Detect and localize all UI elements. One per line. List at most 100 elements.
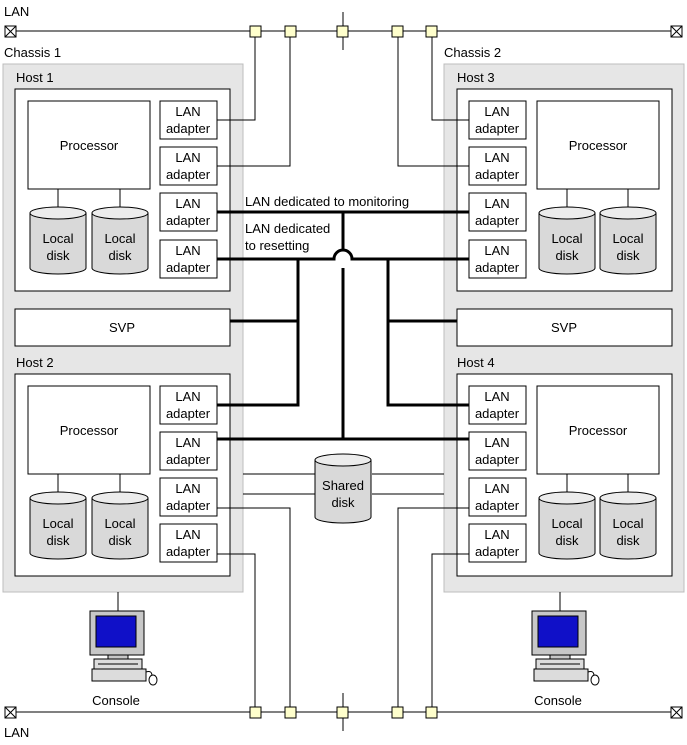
adapter-label-line1: LAN: [484, 243, 509, 258]
disk-label-line1: Local: [42, 231, 73, 246]
svp-1-label: SVP: [109, 320, 135, 335]
adapter-label-line2: adapter: [166, 544, 211, 559]
disk-label-line1: Local: [42, 516, 73, 531]
bottom-lan-terminator-left: [4, 706, 17, 719]
adapter-label-line1: LAN: [175, 527, 200, 542]
host-1-local-disk-1: Local disk: [29, 206, 87, 275]
host-2-lan-adapter-4: LAN adapter: [159, 523, 218, 563]
adapter-label-line1: LAN: [175, 196, 200, 211]
svp-1-box: [14, 308, 231, 347]
host-2-lan-adapter-2: LAN adapter: [159, 431, 218, 471]
console-2-icon: [531, 610, 600, 686]
bottom-lan-label: LAN: [4, 725, 29, 740]
adapter-label-line1: LAN: [484, 527, 509, 542]
host-4-lan-adapter-1: LAN adapter: [468, 385, 527, 425]
host-2-local-disk-2: Local disk: [91, 491, 149, 560]
adapter-label-line1: LAN: [484, 150, 509, 165]
top-lan-terminator-right: [670, 25, 683, 38]
host-1-lan-adapter-2: LAN adapter: [159, 146, 218, 186]
monitoring-lan-label: LAN dedicated to monitoring: [245, 194, 409, 209]
host-3-local-disk-1: Local disk: [538, 206, 596, 275]
host-4-local-disk-1: Local disk: [538, 491, 596, 560]
host-3-lan-adapter-2: LAN adapter: [468, 146, 527, 186]
bottom-lan-terminator-right: [670, 706, 683, 719]
disk-label-line1: Local: [612, 231, 643, 246]
adapter-label-line2: adapter: [166, 406, 211, 421]
adapter-label-line2: adapter: [475, 544, 520, 559]
host-1-processor-label: Processor: [60, 138, 119, 153]
svp-2-label: SVP: [551, 320, 577, 335]
host-2-lan-adapter-3: LAN adapter: [159, 477, 218, 517]
top-lan-terminator-left: [4, 25, 17, 38]
host-3-processor-label: Processor: [569, 138, 628, 153]
host-3-lan-adapter-4: LAN adapter: [468, 239, 527, 279]
chassis-1-label: Chassis 1: [4, 45, 61, 60]
adapter-label-line1: LAN: [484, 104, 509, 119]
disk-label-line2: disk: [46, 533, 70, 548]
host-3-local-disk-2: Local disk: [599, 206, 657, 275]
monitoring-lan: [217, 210, 469, 441]
resetting-lan-label-line2: to resetting: [245, 238, 309, 253]
disk-label-line2: disk: [46, 248, 70, 263]
host-4-processor: [536, 385, 660, 475]
shared-disk-label-line2: disk: [331, 495, 355, 510]
top-lan-tap: [249, 25, 262, 38]
host-1-label: Host 1: [16, 70, 54, 85]
host-1-lan-adapter-4: LAN adapter: [159, 239, 218, 279]
chassis-2-label: Chassis 2: [444, 45, 501, 60]
svp-2-box: [456, 308, 673, 347]
adapter-label-line1: LAN: [484, 389, 509, 404]
host-1-local-disk-2: Local disk: [91, 206, 149, 275]
adapter-label-line2: adapter: [166, 452, 211, 467]
host-1-lan-adapter-3: LAN adapter: [159, 192, 218, 232]
top-lan-tap: [284, 25, 297, 38]
disk-label-line1: Local: [612, 516, 643, 531]
disk-label-line2: disk: [616, 533, 640, 548]
adapter-label-line2: adapter: [475, 167, 520, 182]
host-3-lan-adapter-3: LAN adapter: [468, 192, 527, 232]
host-4-lan-adapter-2: LAN adapter: [468, 431, 527, 471]
host-2-lan-adapter-1: LAN adapter: [159, 385, 218, 425]
resetting-lan-label-line1: LAN dedicated: [245, 221, 330, 236]
host-2-processor-label: Processor: [60, 423, 119, 438]
adapter-label-line2: adapter: [475, 498, 520, 513]
adapter-label-line2: adapter: [475, 213, 520, 228]
bottom-lan-tap: [336, 706, 349, 719]
host-3-label: Host 3: [457, 70, 495, 85]
disk-label-line1: Local: [551, 231, 582, 246]
shared-disk-label-line1: Shared: [322, 478, 364, 493]
adapter-label-line2: adapter: [166, 498, 211, 513]
adapter-label-line1: LAN: [175, 389, 200, 404]
disk-label-line1: Local: [551, 516, 582, 531]
adapter-label-line1: LAN: [484, 196, 509, 211]
bottom-lan-tap: [425, 706, 438, 719]
disk-label-line2: disk: [555, 248, 579, 263]
resetting-lan: [217, 248, 469, 407]
top-lan-tap: [425, 25, 438, 38]
host-4-processor-label: Processor: [569, 423, 628, 438]
adapter-label-line2: adapter: [166, 260, 211, 275]
adapter-label-line1: LAN: [175, 150, 200, 165]
host-4-lan-adapter-4: LAN adapter: [468, 523, 527, 563]
host-2-local-disk-1: Local disk: [29, 491, 87, 560]
top-lan-label: LAN: [4, 4, 29, 19]
top-lan-tap: [391, 25, 404, 38]
bottom-lan-tap: [391, 706, 404, 719]
disk-label-line1: Local: [104, 231, 135, 246]
adapter-label-line1: LAN: [484, 481, 509, 496]
adapter-label-line1: LAN: [175, 104, 200, 119]
bottom-lan-tap: [284, 706, 297, 719]
host-4-lan-adapter-3: LAN adapter: [468, 477, 527, 517]
host-4-local-disk-2: Local disk: [599, 491, 657, 560]
console-2-label: Console: [534, 693, 582, 708]
adapter-label-line2: adapter: [475, 260, 520, 275]
adapter-label-line1: LAN: [175, 435, 200, 450]
adapter-label-line2: adapter: [475, 121, 520, 136]
adapter-label-line2: adapter: [166, 213, 211, 228]
console-1-label: Console: [92, 693, 140, 708]
host-3-lan-adapter-1: LAN adapter: [468, 100, 527, 140]
host-1-processor: [27, 100, 151, 190]
disk-label-line2: disk: [555, 533, 579, 548]
adapter-label-line1: LAN: [175, 243, 200, 258]
adapter-label-line2: adapter: [166, 121, 211, 136]
